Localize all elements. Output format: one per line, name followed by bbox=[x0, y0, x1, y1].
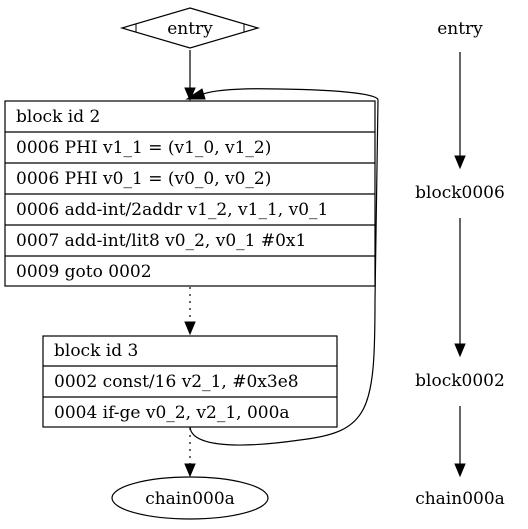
chain-label: chain000a bbox=[145, 489, 235, 509]
block2-row: 0009 goto 0002 bbox=[16, 262, 152, 282]
rank-column: entry block0006 block0002 chain000a bbox=[415, 19, 505, 509]
entry-node: entry bbox=[119, 7, 261, 49]
block2-row: 0006 PHI v0_1 = (v0_0, v0_2) bbox=[16, 169, 271, 189]
rank-block0002-label: block0002 bbox=[415, 371, 505, 391]
rank-edge-1-arrowhead bbox=[454, 155, 466, 170]
edge-loop-back-arrowhead bbox=[185, 88, 206, 100]
block3-record: block id 3 0002 const/16 v2_1, #0x3e8 00… bbox=[42, 335, 338, 428]
edge-block2-block3-arrowhead bbox=[184, 321, 196, 336]
block2-row: 0006 PHI v1_1 = (v1_0, v1_2) bbox=[16, 138, 271, 158]
block3-title: block id 3 bbox=[54, 341, 138, 361]
chain-ellipse bbox=[111, 476, 269, 520]
rank-edge-2-arrowhead bbox=[454, 343, 466, 358]
block3-row: 0004 if-ge v0_2, v2_1, 000a bbox=[54, 403, 290, 423]
block3-row: 0002 const/16 v2_1, #0x3e8 bbox=[54, 372, 299, 392]
entry-label: entry bbox=[167, 19, 213, 39]
edge-block3-chain-arrowhead bbox=[184, 463, 196, 478]
entry-diamond bbox=[119, 7, 261, 49]
rank-chain000a-label: chain000a bbox=[415, 489, 505, 509]
block2-row: 0007 add-int/lit8 v0_2, v0_1 #0x1 bbox=[16, 231, 306, 251]
block2-row: 0006 add-int/2addr v1_2, v1_1, v0_1 bbox=[16, 200, 328, 220]
block2-record: block id 2 0006 PHI v1_1 = (v1_0, v1_2) … bbox=[4, 100, 376, 287]
block2-title: block id 2 bbox=[16, 107, 100, 127]
edge-entry-block2-arrowhead bbox=[184, 87, 196, 102]
rank-edge-3-arrowhead bbox=[454, 463, 466, 478]
rank-block0006-label: block0006 bbox=[415, 183, 505, 203]
block3-frame bbox=[42, 335, 338, 428]
rank-entry-label: entry bbox=[437, 19, 483, 39]
chain-node: chain000a bbox=[111, 476, 269, 520]
edge-loop-back bbox=[189, 88, 379, 446]
